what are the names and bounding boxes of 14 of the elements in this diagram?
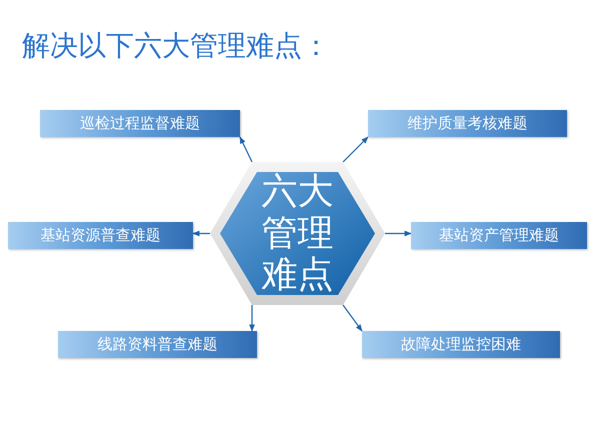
center-label: 六大管理难点 (262, 171, 334, 296)
topic-box: 基站资产管理难题 (411, 222, 587, 249)
topic-box: 线路资料普查难题 (58, 331, 257, 358)
arrow (342, 136, 368, 162)
arrow (249, 305, 255, 332)
topic-box: 维护质量考核难题 (368, 110, 567, 137)
arrow (239, 136, 253, 162)
title: 解决以下六大管理难点： (22, 28, 330, 64)
topic-box: 巡检过程监督难题 (40, 110, 240, 137)
topic-box: 故障处理监控困难 (362, 331, 560, 358)
arrow (385, 230, 412, 236)
arrow (192, 230, 210, 236)
arrow (342, 304, 362, 332)
topic-box: 基站资源普查难题 (8, 222, 193, 249)
